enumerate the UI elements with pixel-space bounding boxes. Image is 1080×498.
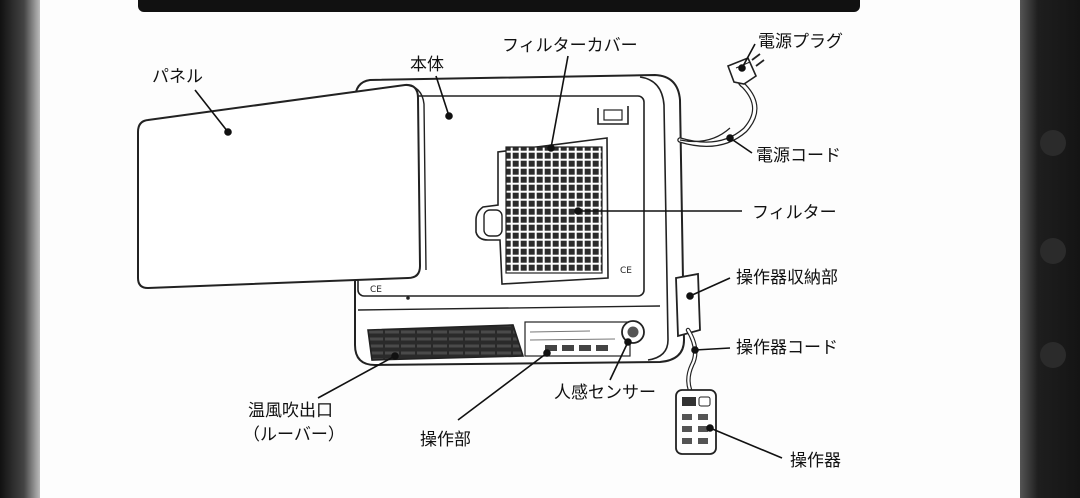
label-warm-air-outlet: 温風吹出口 <box>248 401 333 421</box>
controller-holder <box>675 272 701 338</box>
nav-dot-icon[interactable] <box>1040 238 1066 264</box>
left-screen-edge <box>0 0 40 498</box>
controller-display-icon <box>682 397 696 406</box>
front-panel <box>137 83 422 290</box>
leader-lines <box>194 43 783 459</box>
label-filter-cover: フィルターカバー <box>502 36 638 56</box>
label-panel: パネル <box>152 67 203 87</box>
filter-grille <box>505 146 603 274</box>
label-controller-holder: 操作器収納部 <box>736 268 838 288</box>
nav-dot-icon[interactable] <box>1040 130 1066 156</box>
label-power-cord: 電源コード <box>756 146 841 166</box>
control-strip <box>524 320 645 357</box>
ce-mark-icon: CE <box>370 285 382 295</box>
label-controller-cord: 操作器コード <box>736 338 838 358</box>
label-control-panel: 操作部 <box>420 430 471 450</box>
label-controller: 操作器 <box>790 451 841 471</box>
label-louver: （ルーバー） <box>243 425 345 445</box>
nav-dot-icon[interactable] <box>1040 342 1066 368</box>
power-plug-icon <box>726 53 765 85</box>
warm-air-outlet-louver <box>367 324 525 361</box>
controller <box>675 389 717 455</box>
top-header-bar <box>138 0 860 12</box>
label-human-sensor: 人感センサー <box>554 383 656 403</box>
power-cord <box>677 72 758 147</box>
label-filter: フィルター <box>752 203 837 223</box>
label-body: 本体 <box>410 55 444 75</box>
label-power-plug: 電源プラグ <box>758 32 843 52</box>
ce-mark-icon: CE <box>620 266 632 276</box>
